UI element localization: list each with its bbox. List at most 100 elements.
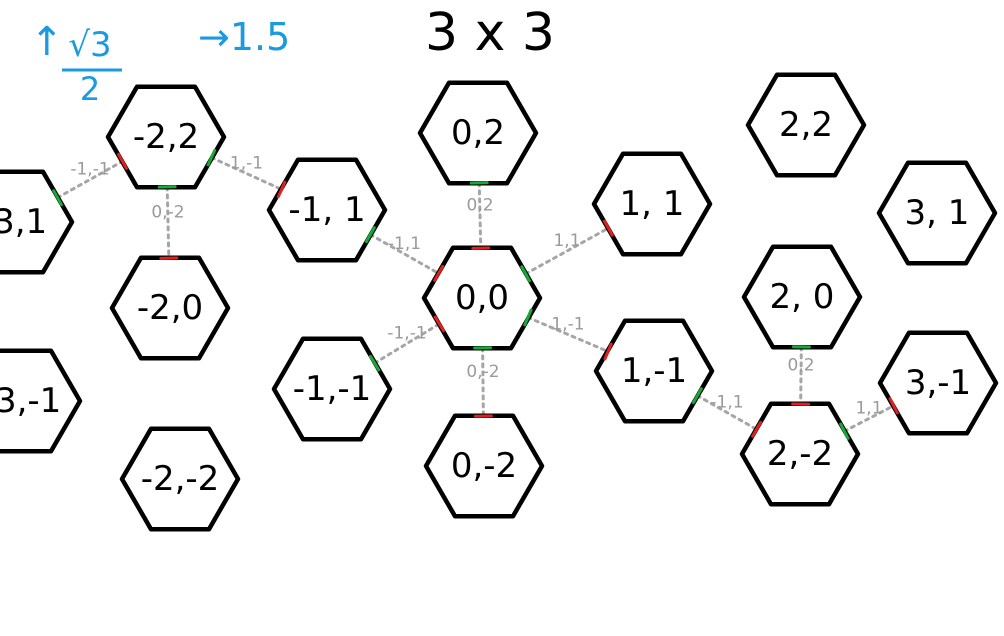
edge-0_0-to-1_m1: 1,-1 [526,315,610,354]
hex-coordinate-label: -1,-1 [293,369,372,409]
edge-label: 1,1 [855,399,882,419]
connector-end-tick [888,397,899,415]
edge-0_0-to-0_m2: 0,-2 [466,346,500,418]
connector-start-tick [52,189,63,207]
hex-coordinate-label: 0,2 [451,113,505,153]
hexagon-shape [741,244,863,350]
edge-label: 1,-1 [551,315,584,335]
connector-start-tick [691,387,703,405]
edge-label: -1,1 [388,234,421,254]
hexagon-shape [593,318,715,424]
hexagon-shape [591,151,713,257]
hexagon-shape [421,245,543,351]
edge-line [165,185,171,260]
hex-cell-3_1: 3, 1 [876,160,998,266]
hex-cell-0_2: 0,2 [417,80,539,186]
edge-line [526,315,610,354]
hex-cell-2_m2: 2,-2 [739,401,861,507]
hex-coordinate-label: -1, 1 [288,190,365,230]
hexagon-shape [739,401,861,507]
edge-label: 1,-1 [230,154,263,174]
edge-line [477,181,483,250]
connector-start-tick [368,354,381,372]
connector-end-tick [276,180,287,199]
connector-start-tick [523,308,533,327]
hex-cell-m3_m1: -3,-1 [0,348,83,454]
hex-coordinate-label: -3,1 [0,202,47,242]
edge-line [56,159,124,200]
hex-coordinate-label: 0,0 [455,278,509,318]
hexagon-shape [0,348,83,454]
hex-cell-2_2: 2,2 [745,72,867,178]
tick-layer [52,148,899,440]
connector-end-tick [602,219,614,237]
notes: ↑ √3 2 →1.5 3 x 3 [30,3,555,108]
edge-line [481,346,485,418]
edge-line [842,404,896,433]
edge-label: 1,1 [553,231,580,251]
connector-end-tick [117,152,128,170]
edge-line [209,156,284,191]
denominator: 2 [80,70,100,108]
height-arrow: ↑ [30,19,64,65]
hexagon-shape [0,169,75,275]
hex-layer: -3,1 -3,-1 -2,2 -2,0 -2,-2 -1, 1 -1,-1 0,2 0,0 0,… [0,72,999,532]
hex-cell-2_0: 2, 0 [741,244,863,350]
hex-cell-m2_m2: -2,-2 [119,426,241,532]
hexagon-shape [271,336,393,442]
hex-coordinate-label: 2,-2 [767,434,833,474]
edge-0_2-to-0_0: 0,2 [466,181,494,250]
hex-coordinate-label: 2,2 [779,105,833,145]
connector-end-tick [603,342,613,361]
edge-line [695,394,759,431]
width-note: →1.5 [198,15,290,59]
hex-cell-3_m1: 3,-1 [877,330,999,436]
hex-coordinate-label: -2,2 [133,117,199,157]
hex-cell-1_m1: 1,-1 [593,318,715,424]
hex-cell-m2_0: -2,0 [109,255,231,361]
connector-end-tick [433,315,446,333]
edge-label: 0,-2 [466,362,499,382]
hexagon-shape [876,160,998,266]
hexagon-shape [745,72,867,178]
hex-cell-m3_1: -3,1 [0,169,75,275]
hex-coordinate-label: 0,-2 [451,446,517,486]
edges-layer: -1,-1 1,-1 0,-2 -1,1 0,2 1,1 -1,-1 1,-1 0,-2 0,2 -… [56,154,896,433]
edge-label: -1,1 [710,393,743,413]
connector-start-tick [520,265,532,283]
hexagon-shape [423,413,545,519]
edge-label: 0,2 [787,356,814,376]
hex-coordinate-label: 3, 1 [905,193,970,233]
hex-cell-m2_2: -2,2 [105,84,227,190]
edge-1_m1-to-2_m2: -1,1 [695,393,759,431]
hex-coordinate-label: 1, 1 [620,184,685,224]
hexagon-shape [266,157,388,263]
hexagon-shape [417,80,539,186]
edge-label: -1,-1 [387,324,426,344]
hexagon-shape [877,330,999,436]
edge-line [368,233,441,275]
edge-m1_1-to-0_0: -1,1 [368,233,441,275]
edge-2_0-to-2_m2: 0,2 [787,345,815,406]
connector-start-tick [839,422,850,440]
hexagon-shape [119,426,241,532]
edge-line [524,226,610,276]
hexagon-shape [105,84,227,190]
edge-m2_2-to-m2_0: 0,-2 [151,185,185,260]
hex-cell-0_0: 0,0 [421,245,543,351]
grid-size-note: 3 x 3 [425,3,555,63]
edge-label: 0,2 [466,196,493,216]
hexagon-shape [109,255,231,361]
connector-end-tick [433,264,445,282]
hex-coordinate-label: -2,0 [137,288,203,328]
hex-coordinate-label: -3,-1 [0,381,61,421]
hex-cell-0_m2: 0,-2 [423,413,545,519]
hex-coordinate-label: -2,-2 [141,459,220,499]
sqrt-three-numerator: √3 [68,25,111,65]
connector-end-tick [751,420,763,438]
hex-coordinate-label: 1,-1 [621,351,687,391]
edge-2_m2-to-3_m1: 1,1 [842,399,896,433]
edge-line [799,345,803,406]
edge-m3_1-to-m2_2: -1,-1 [56,159,124,200]
